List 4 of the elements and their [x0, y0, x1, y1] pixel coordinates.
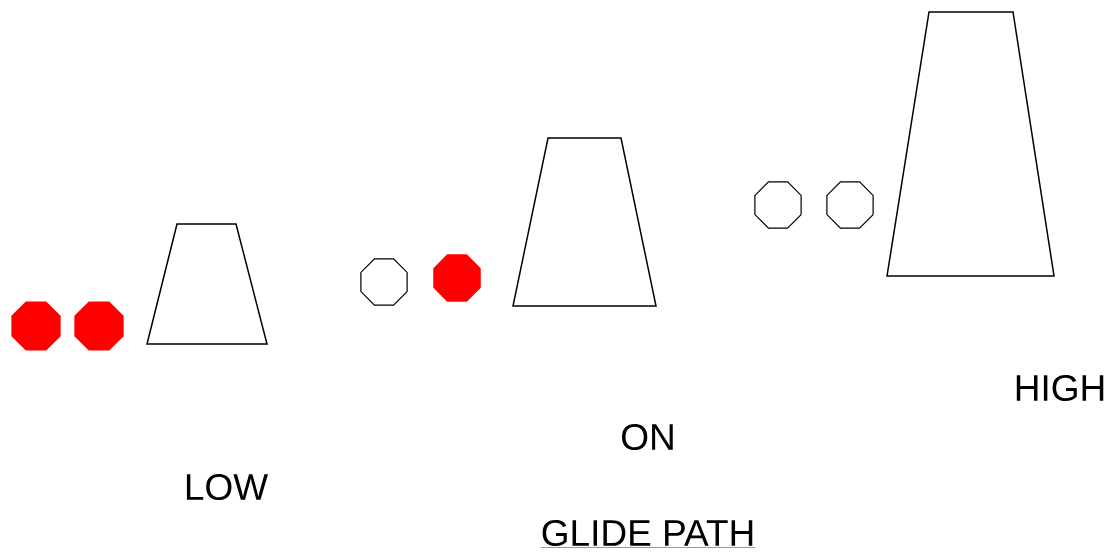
approach-label: ON: [622, 423, 673, 451]
approach-label: LOW: [186, 473, 268, 501]
caption: GLIDE PATH: [540, 519, 756, 548]
approach-label: HIGH: [1016, 374, 1104, 402]
